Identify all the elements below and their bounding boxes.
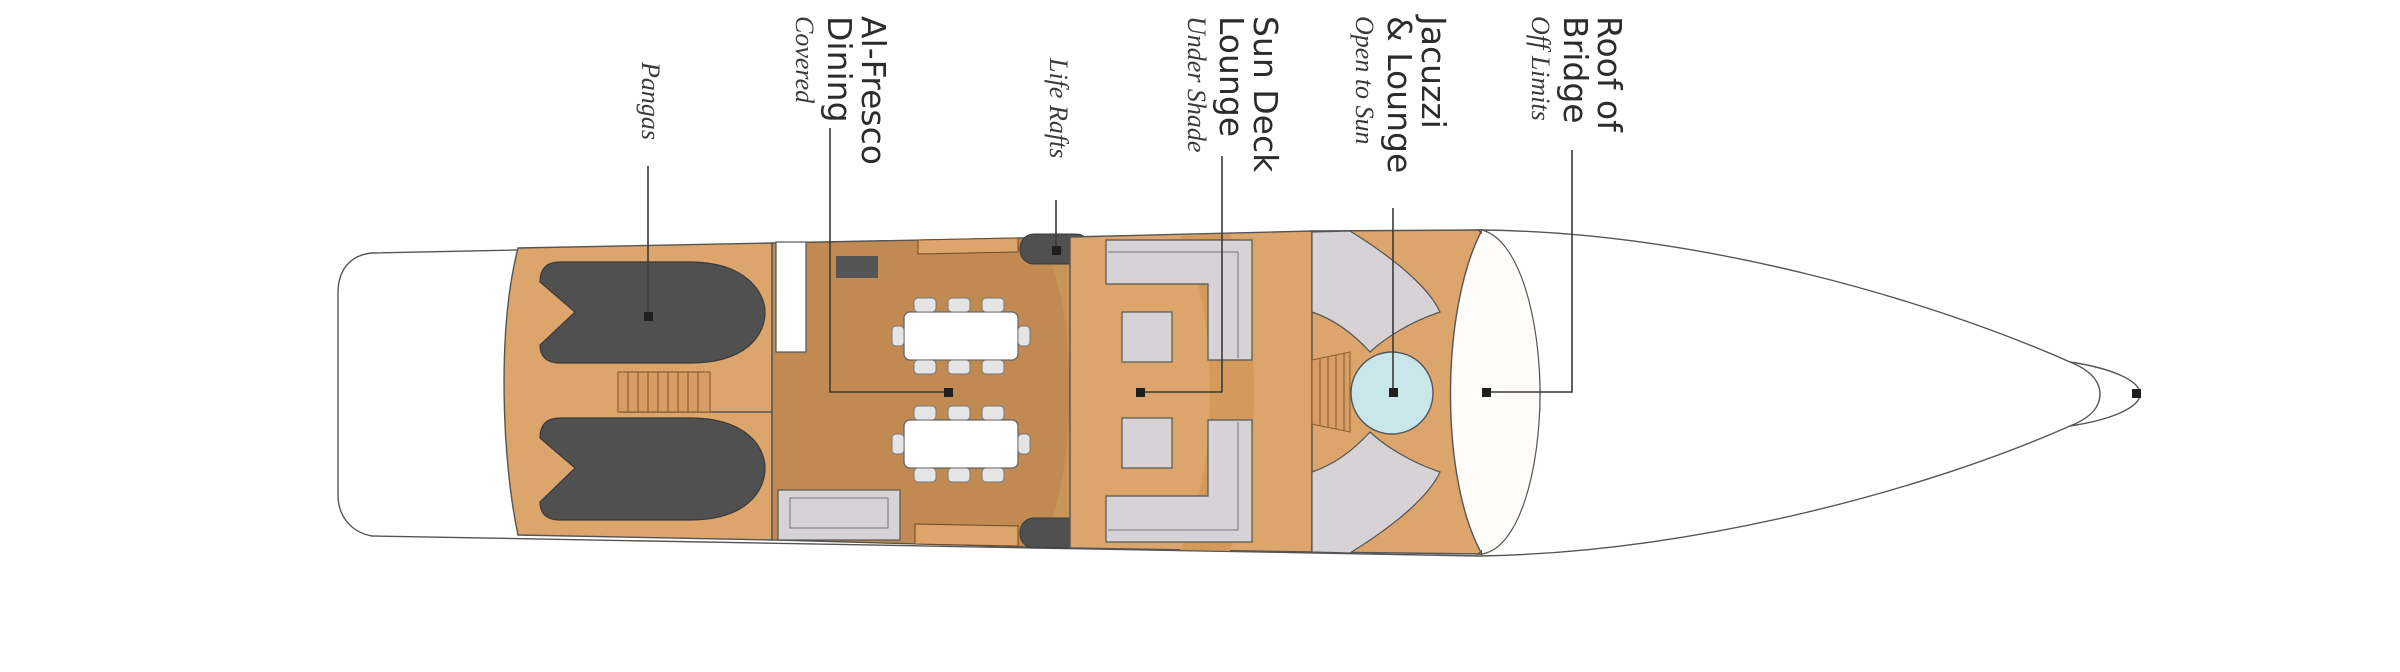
sundeck-title-line1: Sun Deck [1246, 16, 1285, 173]
lounge-sofa-lower [1105, 419, 1253, 543]
dining-title-line2: Dining [820, 16, 859, 123]
service-cabinet [836, 256, 878, 278]
bow-tip [2069, 361, 2101, 427]
bridge-leader [1486, 150, 1573, 393]
coffee-table-upper [1121, 311, 1173, 363]
sundeck-marker [1136, 388, 1145, 397]
jacuzzi-title-line1: Jacuzzi [1414, 14, 1453, 129]
label-pangas: Pangas [636, 61, 665, 140]
dining-table-lower [891, 405, 1031, 483]
label-rafts: Life Rafts [1044, 57, 1073, 158]
jacuzzi-marker [1389, 388, 1398, 397]
bridge-title-line2: Bridge [1556, 16, 1595, 124]
pangas-subtitle: Pangas [636, 61, 665, 140]
label-sundeck: Sun Deck Lounge Under Shade [1182, 16, 1285, 173]
aft-stairs [617, 371, 711, 413]
panga-lower [539, 417, 766, 521]
sundeck-leader [1140, 156, 1223, 393]
coffee-table-lower [1121, 417, 1173, 469]
jacuzzi-lounger-lower [1311, 431, 1441, 554]
sundeck-subtitle: Under Shade [1182, 16, 1211, 152]
bridge-marker [1482, 388, 1491, 397]
bridge-subtitle: Off Limits [1526, 16, 1555, 121]
dining-counter-bottom [914, 523, 1019, 547]
dining-table-upper [891, 297, 1031, 375]
label-jacuzzi: Jacuzzi & Lounge Open to Sun [1350, 14, 1453, 173]
label-dining: Al-Fresco Dining Covered [790, 16, 893, 165]
dining-leader [829, 128, 948, 393]
sundeck-title-line2: Lounge [1212, 16, 1251, 137]
jacuzzi-title-line2: & Lounge [1380, 16, 1419, 173]
lounge-sofa-upper [1105, 239, 1253, 361]
buffet-counter [777, 489, 901, 541]
pangas-marker [644, 312, 653, 321]
dining-shade-curve [1040, 237, 1070, 548]
bow-marker [2132, 389, 2141, 398]
jacuzzi-lounger-upper [1311, 230, 1441, 353]
bridge-title-line1: Roof of [1590, 16, 1629, 133]
jacuzzi-subtitle: Open to Sun [1350, 16, 1379, 145]
dining-bench-top [917, 237, 1019, 255]
dining-subtitle: Covered [790, 16, 819, 104]
stairwell-opening [775, 241, 807, 353]
jacuzzi-steps [1311, 351, 1351, 433]
label-bridge: Roof of Bridge Off Limits [1526, 16, 1629, 133]
dining-title-line1: Al-Fresco [854, 16, 893, 165]
dining-marker [944, 388, 953, 397]
rafts-marker [1052, 246, 1061, 255]
rafts-subtitle: Life Rafts [1044, 57, 1073, 158]
